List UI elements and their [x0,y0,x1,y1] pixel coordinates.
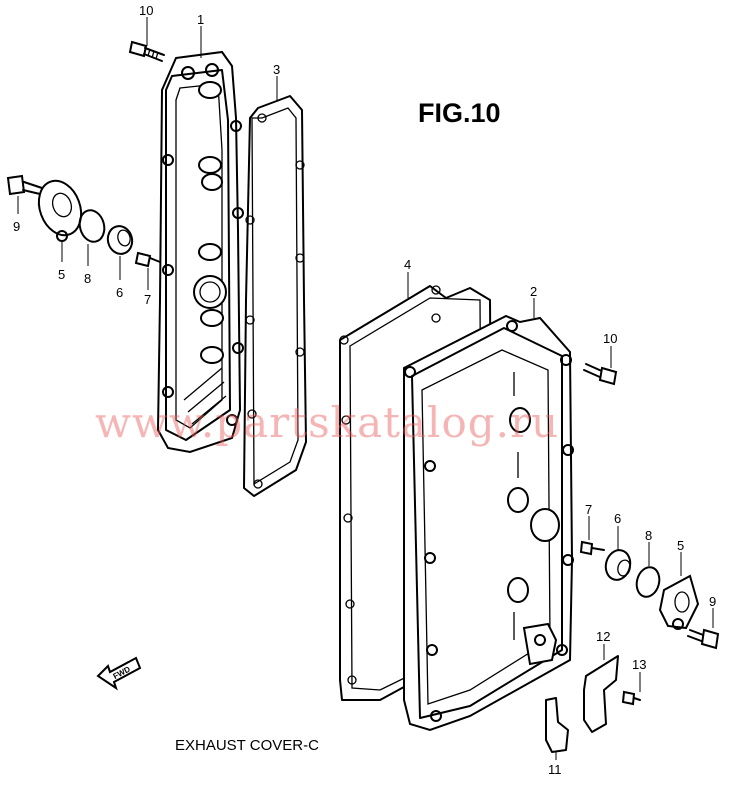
part-1-exhaust-cover [156,50,244,454]
callout-10-top: 10 [139,3,153,18]
callout-8-right: 8 [645,528,652,543]
callout-6-left: 6 [116,285,123,300]
callout-12: 12 [596,629,610,644]
watermark-text: www.partskatalog.ru [95,398,560,447]
leader-lines [17,17,714,760]
part-10-bolt-right [583,363,618,386]
part-8-oring-left [78,209,106,243]
callout-5-right: 5 [677,538,684,553]
part-7-screw-right [579,540,605,556]
callout-4: 4 [404,257,411,272]
part-5-cap-right [658,574,700,630]
callout-2: 2 [530,284,537,299]
part-6-collar-left [106,225,134,255]
part-7-screw-left [134,251,161,268]
part-2-exhaust-cover [403,314,574,732]
part-9-bolt-left [6,174,43,196]
callout-6-right: 6 [614,511,621,526]
callout-7-left: 7 [144,292,151,307]
callout-1: 1 [197,12,204,27]
callout-5-left: 5 [58,267,65,282]
part-6-collar-right [604,549,632,581]
callout-10-right: 10 [603,331,617,346]
part-5-cap-left [37,179,83,242]
part-9-bolt-right [687,628,720,650]
part-12-clip [583,655,619,733]
part-13-screw [621,690,641,706]
callout-9-right: 9 [709,594,716,609]
callout-3: 3 [273,62,280,77]
callout-13: 13 [632,657,646,672]
callout-8-left: 8 [84,271,91,286]
callout-7-right: 7 [585,502,592,517]
callout-11: 11 [548,762,562,777]
callout-numbers: 10 1 3 9 5 8 6 7 4 2 10 7 6 8 5 9 12 13 … [13,3,716,777]
callout-9-left: 9 [13,219,20,234]
part-10-bolt-top [128,40,165,62]
part-8-oring-right [635,566,661,598]
part-3-gasket [243,95,307,497]
fwd-arrow-icon: FWD [96,656,142,691]
part-11-clip [545,697,569,753]
figure-caption: EXHAUST COVER-C [175,737,319,754]
figure-title: FIG.10 [418,98,501,128]
